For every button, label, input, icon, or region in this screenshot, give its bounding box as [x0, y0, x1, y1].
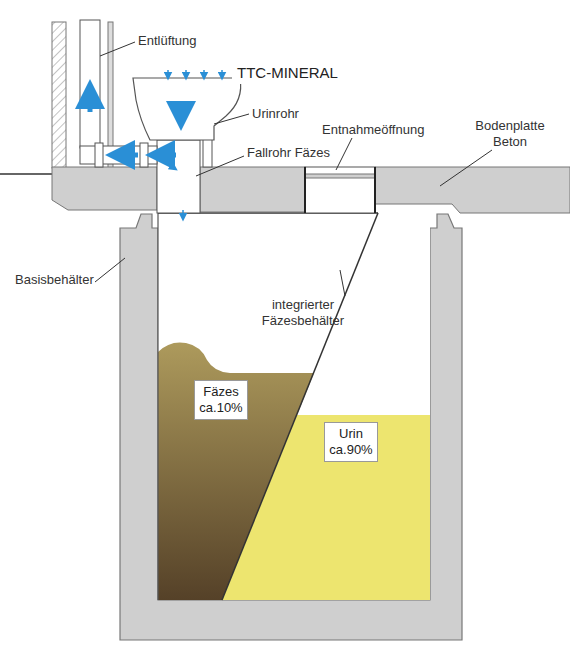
part-label: Entlüftung — [138, 33, 197, 49]
node-text: Urin ca.90% — [327, 426, 375, 458]
fill-level-box: Urin ca.90% — [324, 422, 378, 462]
node-text: TTC-MINERAL — [237, 64, 338, 82]
node-text: Fäzes ca.10% — [197, 384, 245, 416]
part-label: Basisbehälter — [15, 272, 94, 288]
fill-level-box: Fäzes ca.10% — [194, 380, 248, 420]
part-label: Entnahmeöffnung — [322, 122, 424, 138]
part-label: Urinrohr — [252, 106, 299, 122]
part-label: Fallrohr Fäzes — [247, 145, 330, 161]
part-label: Bodenplatte Beton — [470, 118, 550, 150]
part-label: integrierter Fäzesbehälter — [244, 297, 362, 329]
product-label: TTC-MINERAL — [232, 62, 343, 84]
